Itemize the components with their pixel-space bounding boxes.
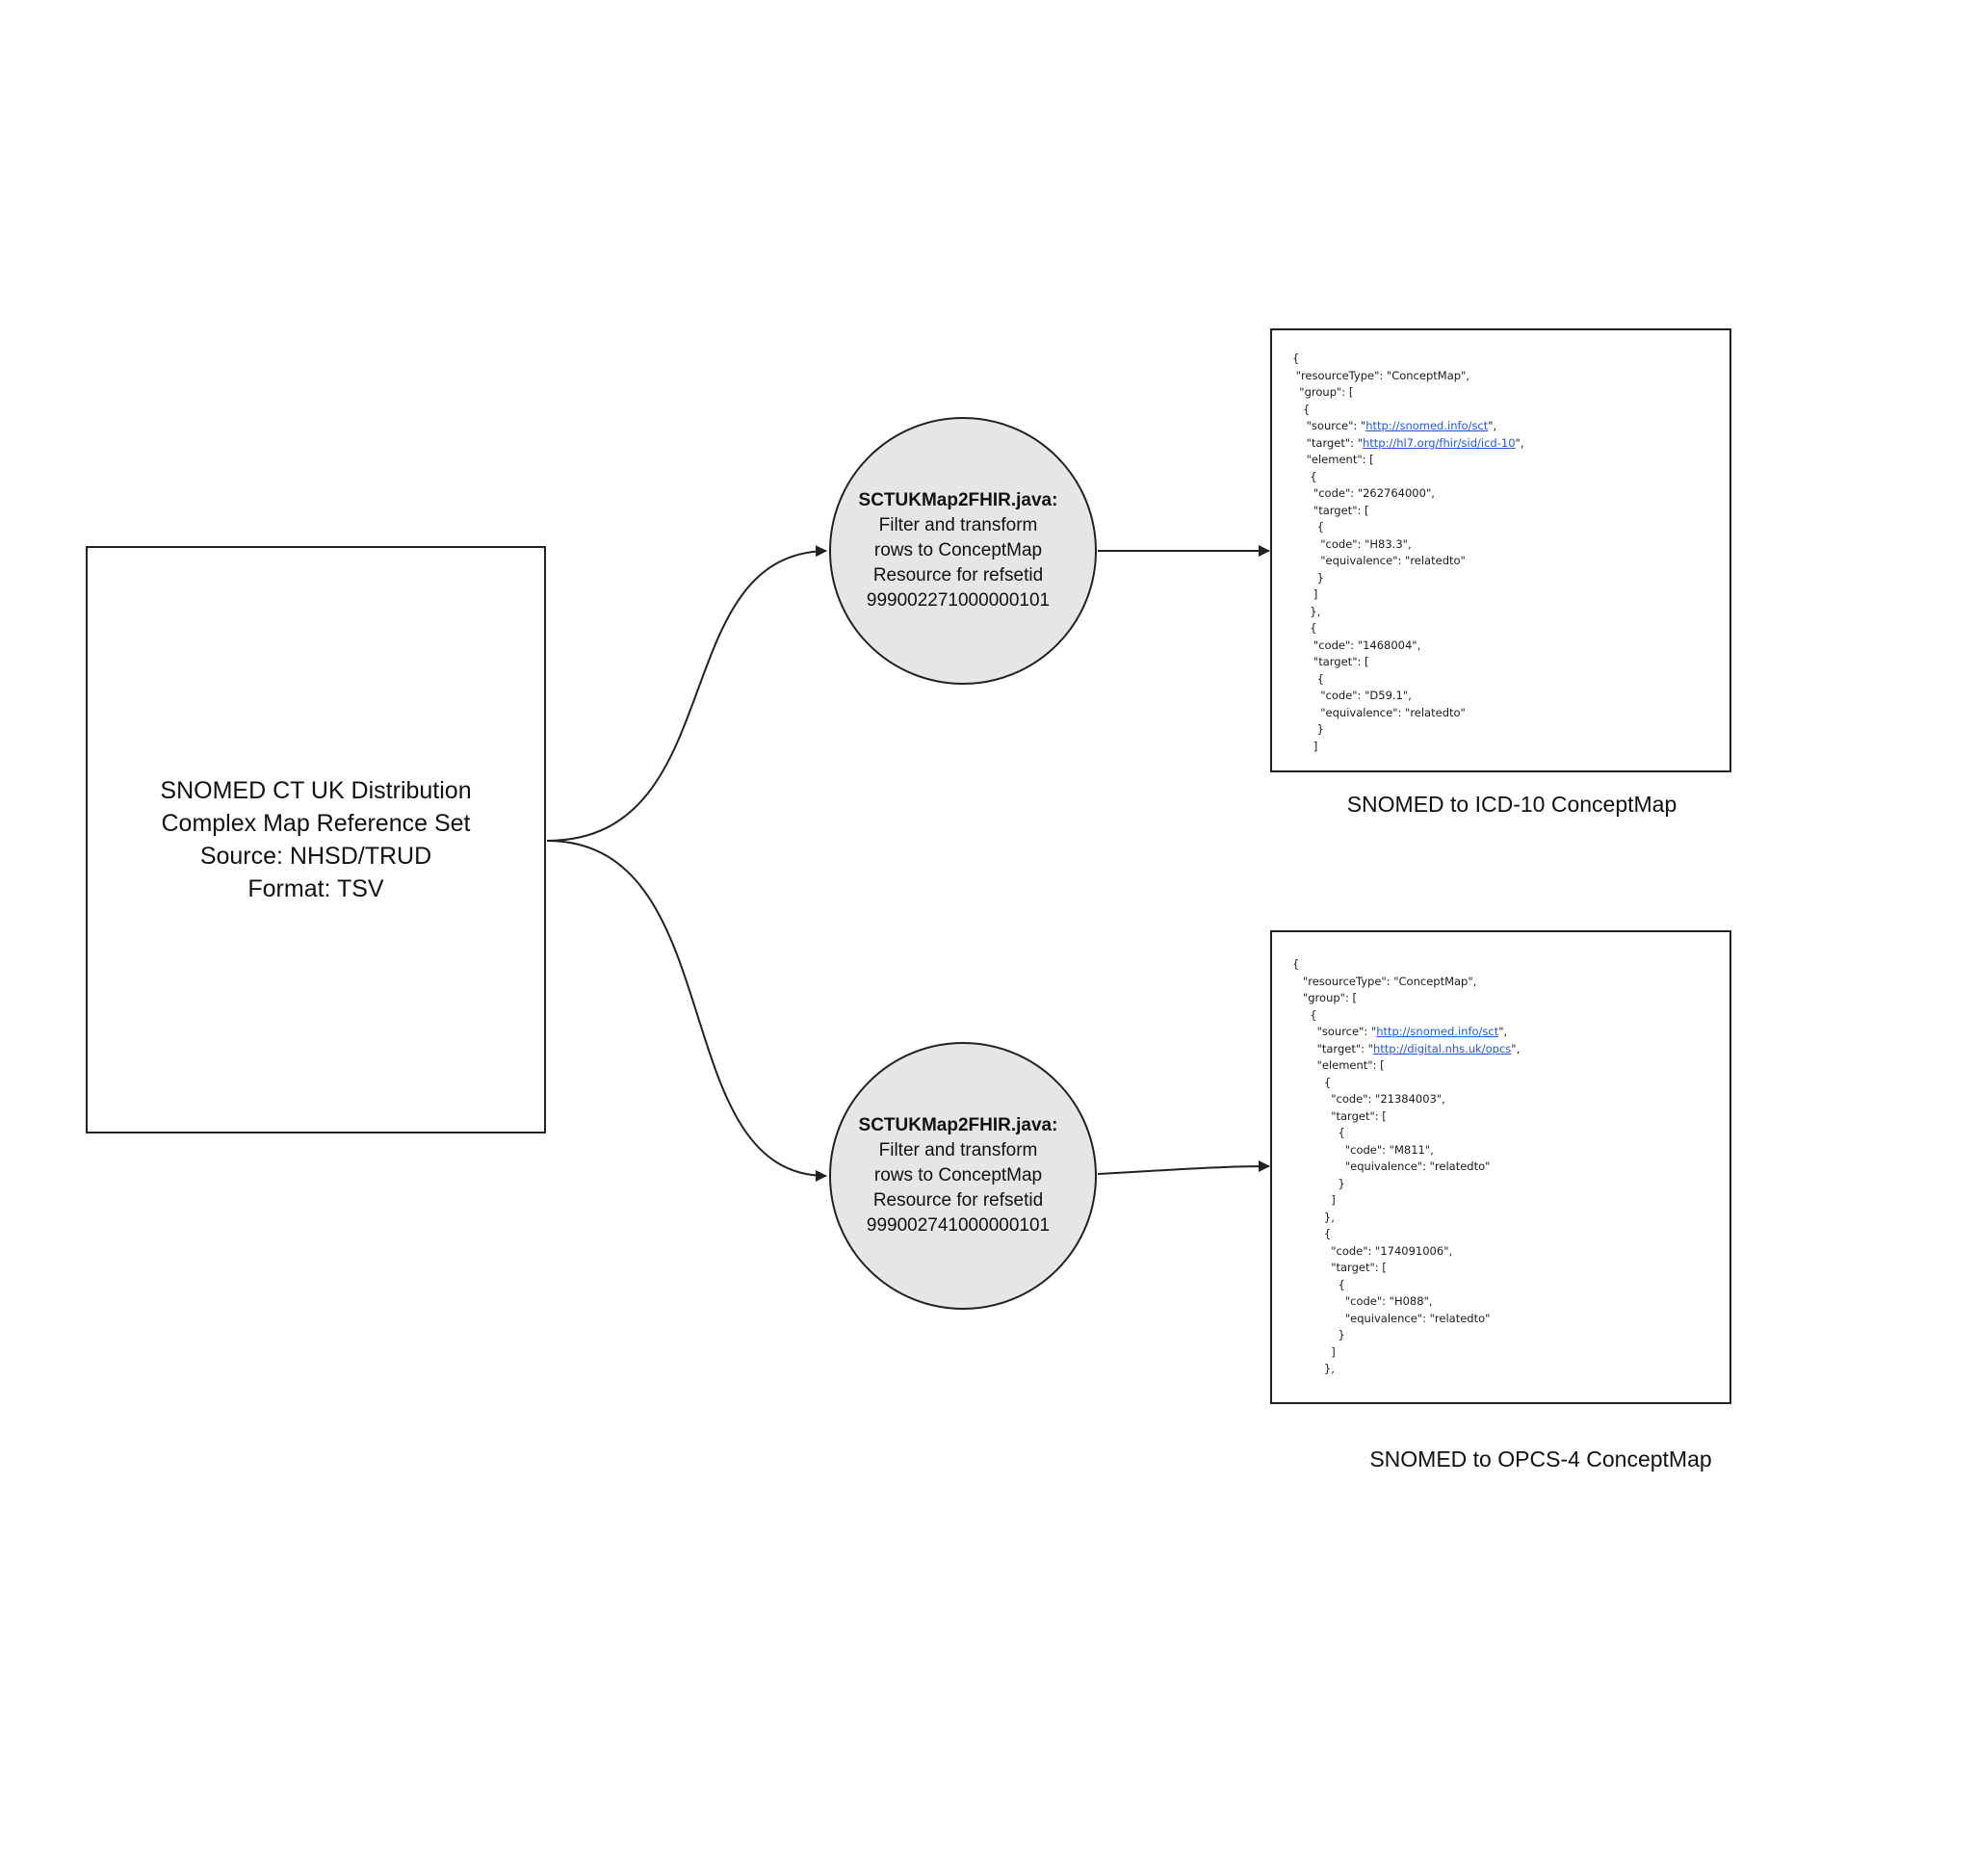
target-code: H83.3 bbox=[1369, 536, 1403, 551]
source-line: Source: NHSD/TRUD bbox=[199, 843, 432, 870]
element-code: 21384003 bbox=[1380, 1092, 1437, 1106]
source-line: Format: TSV bbox=[247, 875, 384, 902]
process-title: SCTUKMap2FHIR.java: bbox=[858, 1115, 1058, 1135]
source-url-link[interactable]: http://snomed.info/sct bbox=[1376, 1025, 1499, 1038]
process-line: Filter and transform bbox=[878, 1140, 1038, 1160]
element-code: 262764000 bbox=[1363, 486, 1426, 500]
connector-process-to-output-opcs4[interactable] bbox=[1097, 1160, 1270, 1175]
equivalence-value: relatedto bbox=[1410, 705, 1461, 719]
source-box[interactable] bbox=[86, 546, 546, 1133]
process-line: Filter and transform bbox=[878, 515, 1038, 535]
process-refsetid: 999002271000000101 bbox=[866, 590, 1051, 611]
process-title: SCTUKMap2FHIR.java: bbox=[858, 490, 1058, 510]
process-node-opcs4[interactable] bbox=[829, 1042, 1097, 1310]
target-code: H088 bbox=[1393, 1294, 1424, 1308]
conceptmap-json-icd10: { "resourceType": "ConceptMap", "group":… bbox=[1292, 352, 1524, 753]
process-refsetid: 999002741000000101 bbox=[866, 1215, 1051, 1236]
process-line: rows to ConceptMap bbox=[873, 1165, 1043, 1186]
process-node-icd10[interactable] bbox=[829, 417, 1097, 685]
process-line: rows to ConceptMap bbox=[873, 540, 1043, 560]
target-code: M811 bbox=[1393, 1142, 1425, 1157]
source-line: SNOMED CT UK Distribution bbox=[160, 777, 472, 804]
output-box-opcs4[interactable] bbox=[1270, 930, 1731, 1404]
equivalence-value: relatedto bbox=[1434, 1159, 1486, 1173]
equivalence-value: relatedto bbox=[1434, 1311, 1486, 1325]
process-label-icd10: SCTUKMap2FHIR.java: Filter and transform… bbox=[847, 418, 1069, 684]
caption-icd10: SNOMED to ICD-10 ConceptMap bbox=[1346, 792, 1677, 817]
connector-source-to-process-icd10[interactable] bbox=[546, 545, 827, 842]
output-box-icd10[interactable] bbox=[1270, 328, 1731, 772]
process-label-opcs4: SCTUKMap2FHIR.java: Filter and transform… bbox=[847, 1043, 1069, 1309]
source-line: Complex Map Reference Set bbox=[161, 810, 471, 837]
target-code: D59.1 bbox=[1369, 689, 1403, 702]
target-url-link[interactable]: http://hl7.org/fhir/sid/icd-10 bbox=[1363, 435, 1516, 450]
conceptmap-json-opcs4: { "resourceType": "ConceptMap", "group":… bbox=[1292, 957, 1521, 1375]
target-url-link[interactable]: http://digital.nhs.uk/opcs bbox=[1372, 1041, 1512, 1055]
process-line: Resource for refsetid bbox=[872, 565, 1044, 586]
caption-opcs4: SNOMED to OPCS-4 ConceptMap bbox=[1369, 1446, 1712, 1472]
equivalence-value: relatedto bbox=[1410, 554, 1461, 567]
source-box-label: SNOMED CT UK Distribution Complex Map Re… bbox=[87, 547, 545, 1133]
connector-source-to-process-opcs4[interactable] bbox=[546, 840, 827, 1182]
source-url-link[interactable]: http://snomed.info/sct bbox=[1365, 419, 1489, 432]
process-line: Resource for refsetid bbox=[872, 1190, 1044, 1211]
element-code: 174091006 bbox=[1380, 1243, 1444, 1258]
element-code: 1468004 bbox=[1363, 638, 1413, 652]
